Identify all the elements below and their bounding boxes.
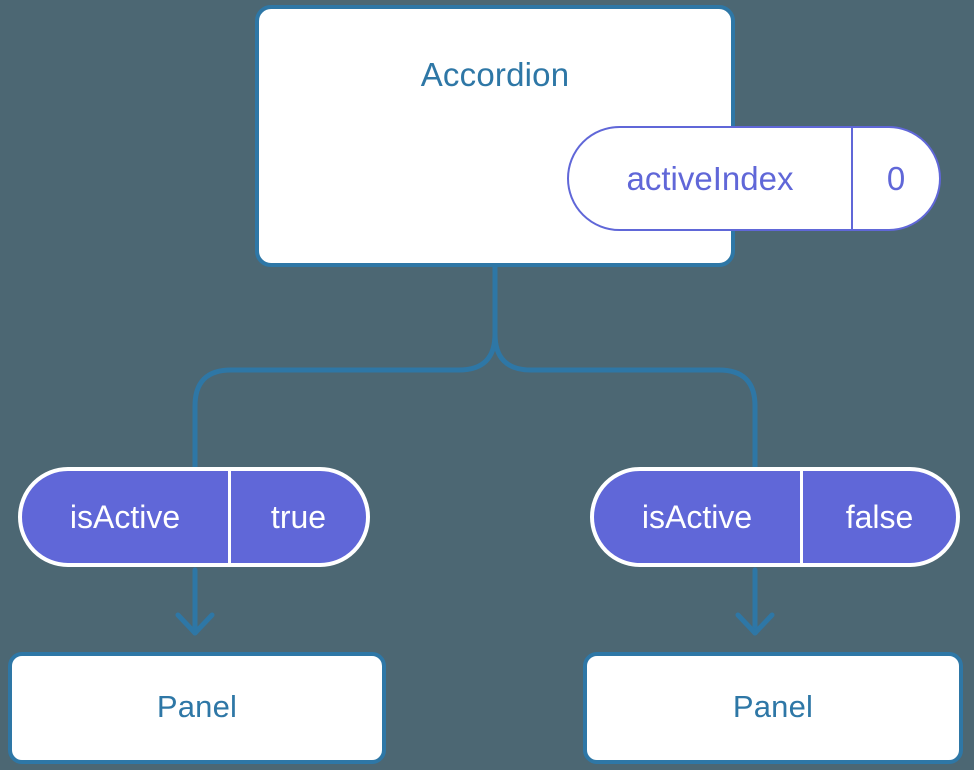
arrow-down-icon [175, 567, 215, 636]
state-pill-is-active-false[interactable]: isActive false [590, 467, 960, 567]
state-pill-is-active-true[interactable]: isActive true [18, 467, 370, 567]
panel-component-node-right[interactable]: Panel [583, 652, 963, 764]
accordion-component-node[interactable]: Accordion activeIndex 0 [255, 5, 941, 267]
panel-component-node-left[interactable]: Panel [8, 652, 386, 764]
arrow-down-icon [735, 567, 775, 636]
state-value-label: false [845, 498, 914, 535]
branch-connector-icon [492, 331, 758, 473]
panel-title: Panel [156, 689, 238, 724]
state-value-label: true [270, 498, 327, 535]
state-pill-active-index[interactable]: activeIndex 0 [567, 126, 941, 231]
branch-connector-icon [192, 263, 498, 473]
panel-title: Panel [732, 689, 814, 724]
state-key-label: isActive [22, 471, 231, 563]
state-key-label: isActive [594, 471, 803, 563]
state-key-label: activeIndex [569, 128, 853, 229]
accordion-title: Accordion [420, 56, 570, 93]
state-value-label: 0 [886, 159, 906, 197]
